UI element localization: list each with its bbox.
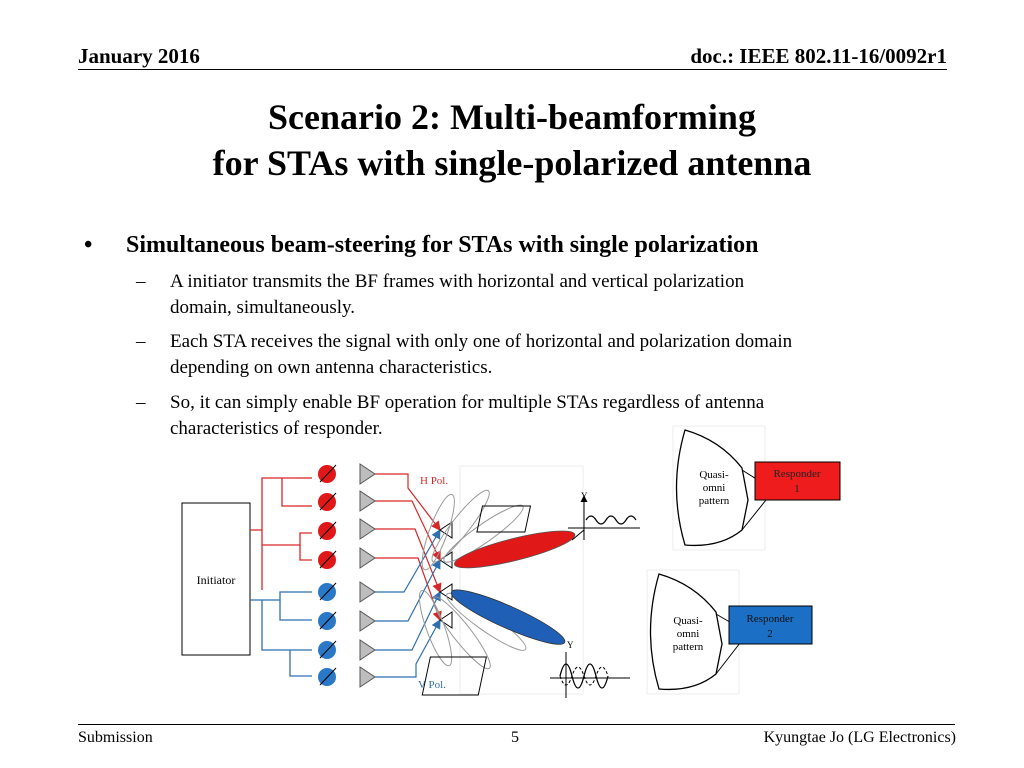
quasi-omni-2-line-2: omni [677, 628, 700, 640]
footer-rule [78, 724, 955, 725]
beam-pattern-panel [459, 465, 584, 695]
v-signal-graph: Y [421, 640, 630, 698]
header-date: January 2016 [78, 44, 200, 68]
responder-2-line-2: 2 [767, 628, 773, 640]
v-pol-label: V Pol. [418, 679, 446, 691]
bullet-text: Simultaneous beam-steering for STAs with… [126, 232, 759, 258]
quasi-omni-1-line-3: pattern [699, 495, 730, 507]
quasi-omni-edge-1b [741, 499, 767, 531]
responder-2-line-1: Responder [746, 613, 793, 625]
blue-beam-lobe [450, 589, 566, 645]
sub-item-1-line-1: A initiator transmits the BF frames with… [170, 271, 745, 292]
header-doc-id: doc.: IEEE 802.11-16/0092r1 [690, 44, 947, 68]
h-amplifiers [359, 463, 376, 569]
header-rule [78, 69, 947, 70]
sub-item-1-dash: – [136, 271, 146, 292]
v-amplifiers [359, 581, 376, 688]
red-beam-lobe [454, 530, 576, 569]
quasi-omni-shape-2 [649, 573, 723, 691]
sub-item-3-dash: – [136, 392, 146, 413]
h-pol-feed-tree [250, 477, 312, 590]
sub-item-3-line-1: So, it can simply enable BF operation fo… [170, 392, 765, 413]
responder-2-box [728, 605, 813, 645]
responder-1-line-2: 1 [794, 483, 800, 495]
sub-item-2-dash: – [136, 331, 146, 352]
sub-item-3-line-2: characteristics of responder. [170, 418, 383, 439]
initiator-box [181, 502, 251, 656]
sub-item-1-line-2: domain, simultaneously. [170, 297, 356, 318]
quasi-omni-2-line-3: pattern [673, 641, 704, 653]
responder-1-line-1: Responder [773, 468, 820, 480]
responder-1-box [754, 461, 841, 501]
h-phase-shifters [318, 464, 337, 569]
h-signal-graph: Y [476, 491, 640, 541]
v-phase-shifters [318, 582, 337, 686]
footer-submission: Submission [78, 729, 153, 746]
h-pol-label: H Pol. [420, 475, 448, 487]
title-line-1: Scenario 2: Multi-beamforming [268, 97, 756, 137]
quasi-omni-2-line-1: Quasi- [673, 615, 703, 627]
initiator-label: Initiator [197, 573, 236, 587]
sub-item-2-line-1: Each STA receives the signal with only o… [170, 331, 793, 352]
quasi-omni-shape-1 [675, 429, 749, 547]
v-pol-arrows [375, 528, 441, 678]
v-signal-axis-y: Y [567, 640, 574, 650]
h-signal-axis-y: Y [581, 491, 588, 501]
quasi-omni-edge-2b [715, 642, 741, 675]
quasi-omni-1-line-2: omni [703, 482, 726, 494]
slide-title: Scenario 2: Multi-beamforming for STAs w… [0, 94, 1024, 186]
footer-page-number: 5 [511, 729, 519, 746]
quasi-omni-1-line-1: Quasi- [699, 469, 729, 481]
sub-item-2-line-2: depending on own antenna characteristics… [170, 357, 493, 378]
footer-author: Kyungtae Jo (LG Electronics) [763, 729, 956, 746]
v-pol-feed-tree [250, 591, 312, 677]
title-line-2: for STAs with single-polarized antenna [212, 143, 812, 183]
bullet-marker: • [84, 232, 93, 258]
